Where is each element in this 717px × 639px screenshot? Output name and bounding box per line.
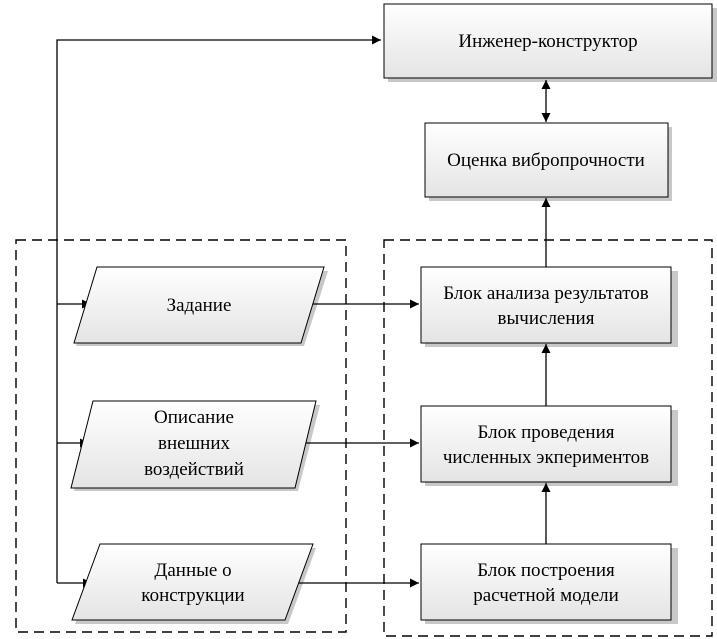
box-analysis-label-line1: Блок анализа результатов bbox=[443, 283, 649, 304]
input-external: Описание внешних воздействий bbox=[70, 400, 317, 489]
box-assessment: Оценка вибропрочности bbox=[424, 122, 669, 198]
input-data-group bbox=[15, 239, 347, 633]
box-model-label-line1: Блок построения bbox=[477, 560, 615, 581]
input-external-label-line2: внешних bbox=[158, 433, 231, 454]
processing-blocks-group bbox=[383, 239, 713, 637]
box-engineer: Инженер-конструктор bbox=[383, 3, 713, 79]
box-analysis-label-line2: вычисления bbox=[498, 308, 595, 329]
box-analysis: Блок анализа результатов вычисления bbox=[420, 266, 672, 344]
input-task: Задание bbox=[73, 266, 325, 344]
box-model: Блок построения расчетной модели bbox=[420, 543, 672, 621]
feedback-line-to-engineer bbox=[56, 35, 381, 583]
box-experiments-label-line2: численных экпериментов bbox=[443, 447, 649, 468]
box-assessment-label: Оценка вибропрочности bbox=[447, 150, 645, 171]
box-experiments-label-line1: Блок проведения bbox=[477, 422, 614, 443]
input-construction-label-line1: Данные о bbox=[154, 560, 231, 581]
input-task-label: Задание bbox=[167, 295, 232, 316]
input-external-label-line3: воздействий bbox=[144, 459, 244, 480]
box-experiments: Блок проведения численных экпериментов bbox=[420, 405, 672, 483]
connectors bbox=[56, 35, 551, 588]
input-construction: Данные о конструкции bbox=[71, 543, 314, 621]
input-external-label-line1: Описание bbox=[154, 407, 234, 428]
box-engineer-label: Инженер-конструктор bbox=[458, 31, 637, 52]
input-construction-label-line2: конструкции bbox=[141, 585, 244, 606]
box-model-label-line2: расчетной модели bbox=[473, 585, 619, 606]
